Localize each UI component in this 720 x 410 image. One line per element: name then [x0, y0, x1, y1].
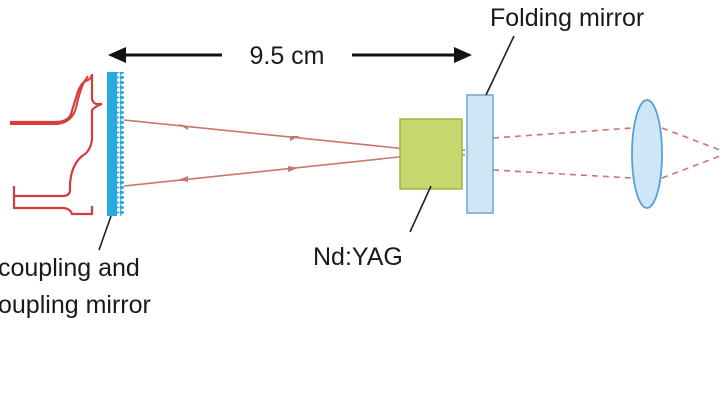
crystal-leader: [409, 185, 432, 233]
spectrum-trace: [10, 73, 103, 216]
coupler-leader: [98, 215, 112, 251]
folding-mirror-label: Folding mirror: [490, 4, 644, 32]
dimension-label: 9.5 cm: [249, 42, 324, 70]
output-beam-upper: [492, 127, 633, 139]
arrowhead-right-icon: [454, 47, 472, 63]
beam-arrow-upper-2: [290, 136, 300, 141]
coupler-label-line2: oupling mirror: [0, 291, 151, 319]
output-beams: [492, 127, 720, 179]
beam-arrow-upper-1: [178, 124, 188, 130]
output-beam-focus-upper: [661, 127, 720, 151]
dimension-indicator: 9.5 cm: [108, 42, 472, 70]
coupling-mirror: [107, 72, 124, 216]
beam-arrow-lower-1: [178, 176, 188, 182]
focusing-lens: [631, 99, 663, 209]
coupling-mirror-body: [107, 72, 117, 216]
folding-mirror: [466, 94, 494, 214]
spectrum-peak-upper: [10, 75, 89, 125]
output-beam-lower: [492, 169, 633, 179]
folding-mirror-leader: [485, 35, 515, 96]
coupler-label-line1: coupling and: [0, 254, 140, 282]
nd-yag-crystal: [399, 118, 463, 190]
arrowhead-left-icon: [108, 47, 126, 63]
coupling-mirror-teeth: [117, 72, 124, 216]
beam-arrow-lower-2: [288, 166, 298, 172]
crystal-label: Nd:YAG: [313, 243, 403, 271]
output-beam-focus-lower: [661, 155, 720, 179]
